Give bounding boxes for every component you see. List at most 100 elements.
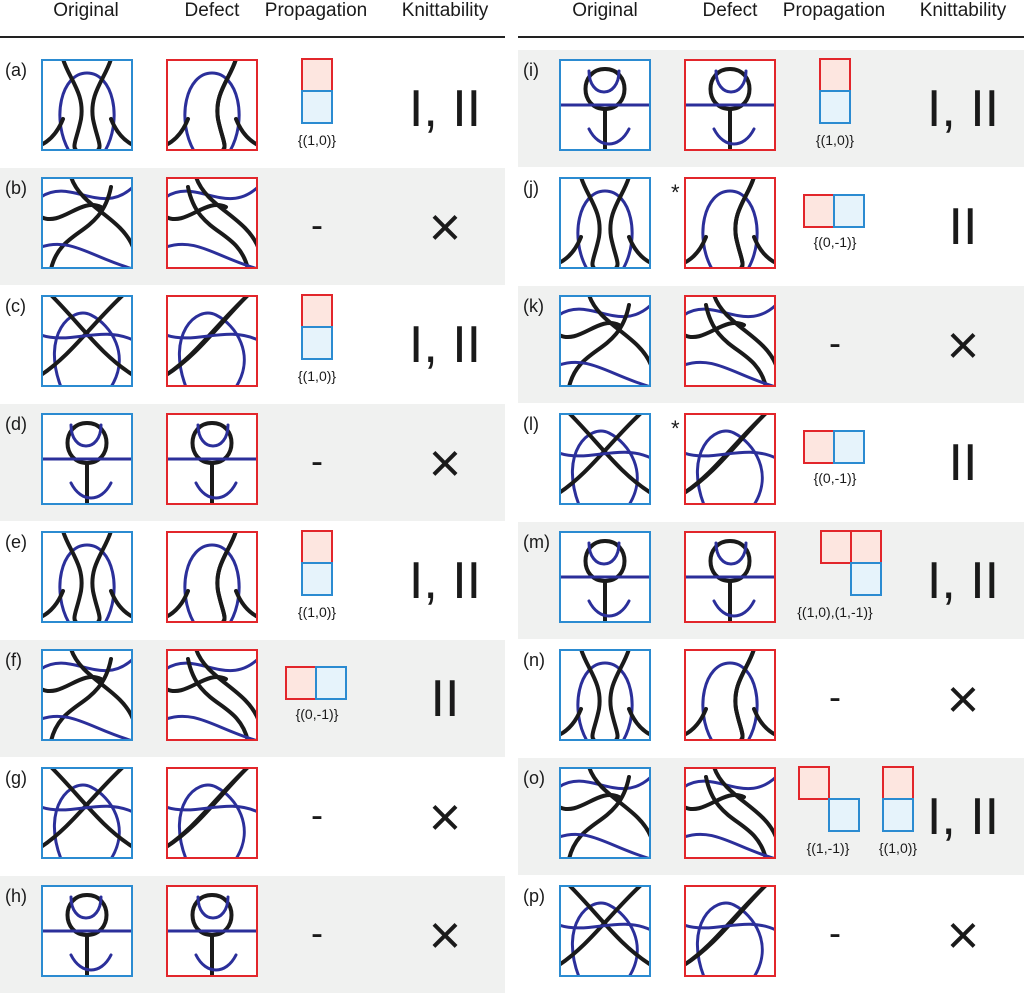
back-yarn-path [696,429,764,505]
header-knittability: Knittability [401,0,489,21]
front-yarn-path [41,589,65,619]
knittability-value: × [428,430,462,494]
front-yarn-path [579,177,602,269]
table-row: (p)-× [518,876,1024,993]
row-label: (i) [523,60,539,80]
back-yarn-path [41,185,133,200]
back-yarn-path [196,895,230,920]
defect-stitch-diagram [166,413,258,505]
neighbor-stitch-box [828,798,860,832]
defect-stitch-diagram [684,767,776,859]
propagation-cell: {(0,-1)} [768,168,902,285]
header-propagation: Propagation [782,0,886,21]
no-propagation-dash: - [829,322,841,363]
left-table: Original Defect Propagation Knittability… [0,0,505,993]
stitch-svg [559,885,651,977]
back-yarn-path [684,775,776,790]
front-yarn-path [684,321,746,339]
row-label: (m) [523,532,550,552]
stitch-svg [559,767,651,859]
stitch-svg [166,767,258,859]
stitch-svg [166,59,258,151]
defect-stitch-box [301,294,333,328]
back-yarn-path [559,832,651,859]
propagation-cell: {(1,0)} [768,50,902,167]
stitch-svg [41,649,133,741]
table-row: (i){(1,0)}I, II [518,50,1024,167]
back-yarn-path [166,804,258,814]
knittability-value: II [948,433,978,492]
back-yarn-path [41,242,133,269]
back-yarn-path [587,599,631,618]
back-yarn-path [166,332,258,342]
back-yarn-path [166,714,258,741]
front-yarn-path [41,767,125,849]
front-yarn-path [69,177,133,249]
front-yarn-path [215,59,238,151]
front-yarn-path [684,235,708,265]
header-rule [518,36,1024,38]
knittability-value: II [430,669,460,728]
front-yarn-path [559,707,583,737]
back-yarn-path [684,922,776,932]
defect-stitch-diagram [684,531,776,623]
propagation-cell: {(0,-1)} [768,404,902,521]
row-label: (j) [523,178,539,198]
front-yarn-path [559,235,583,265]
front-yarn-path [41,295,125,377]
table-row: (h)-× [0,876,505,993]
propagation-cell: - [768,876,902,993]
original-stitch-diagram [41,649,133,741]
neighbor-stitch-box [882,798,914,832]
front-yarn-path [712,767,776,839]
header-original: Original [53,0,119,21]
propagation-offset-label: {(1,0)} [878,840,918,856]
front-yarn-path [627,707,651,737]
table-row: (c){(1,0)}I, II [0,286,505,403]
front-yarn-path [90,59,113,151]
back-yarn-path [53,783,121,859]
header-propagation: Propagation [264,0,368,21]
stitch-svg [166,885,258,977]
row-label: (e) [5,532,27,552]
propagation-offset-label: {(1,0)} [297,132,337,148]
front-yarn-path [684,413,768,495]
front-yarn-path [567,413,651,495]
propagation-cell: {(1,0)} [250,286,384,403]
original-stitch-diagram [41,767,133,859]
no-propagation-dash: - [829,912,841,953]
back-yarn-path [69,423,103,448]
front-yarn-path [194,177,258,249]
defect-stitch-diagram [684,649,776,741]
propagation-cell: - [768,640,902,757]
front-yarn-path [579,649,602,741]
front-yarn-path [704,775,768,859]
back-yarn-path [58,543,116,623]
front-yarn-path [69,649,133,721]
front-yarn-path [608,649,631,741]
table-row: (d)-× [0,404,505,521]
front-yarn-path [49,295,133,377]
stitch-svg [684,885,776,977]
defect-stitch-box [301,58,333,92]
stitch-svg [41,767,133,859]
front-yarn-path [684,793,746,811]
propagation-cell: {(1,0)} [250,50,384,167]
propagation-cell: - [250,758,384,875]
front-yarn-path [567,775,631,859]
front-yarn-path [684,885,768,967]
front-yarn-path [567,303,631,387]
stitch-svg [559,59,651,151]
stitch-svg [166,413,258,505]
front-yarn-path [41,203,103,221]
defect-stitch-box [285,666,317,700]
back-yarn-path [714,541,748,566]
front-yarn-path [109,589,133,619]
front-yarn-path [166,767,250,849]
back-yarn-path [41,804,133,814]
front-yarn-path [61,59,84,151]
knittability-value: × [946,666,980,730]
row-label: (o) [523,768,545,788]
back-yarn-path [587,69,621,94]
neighbor-stitch-box [315,666,347,700]
